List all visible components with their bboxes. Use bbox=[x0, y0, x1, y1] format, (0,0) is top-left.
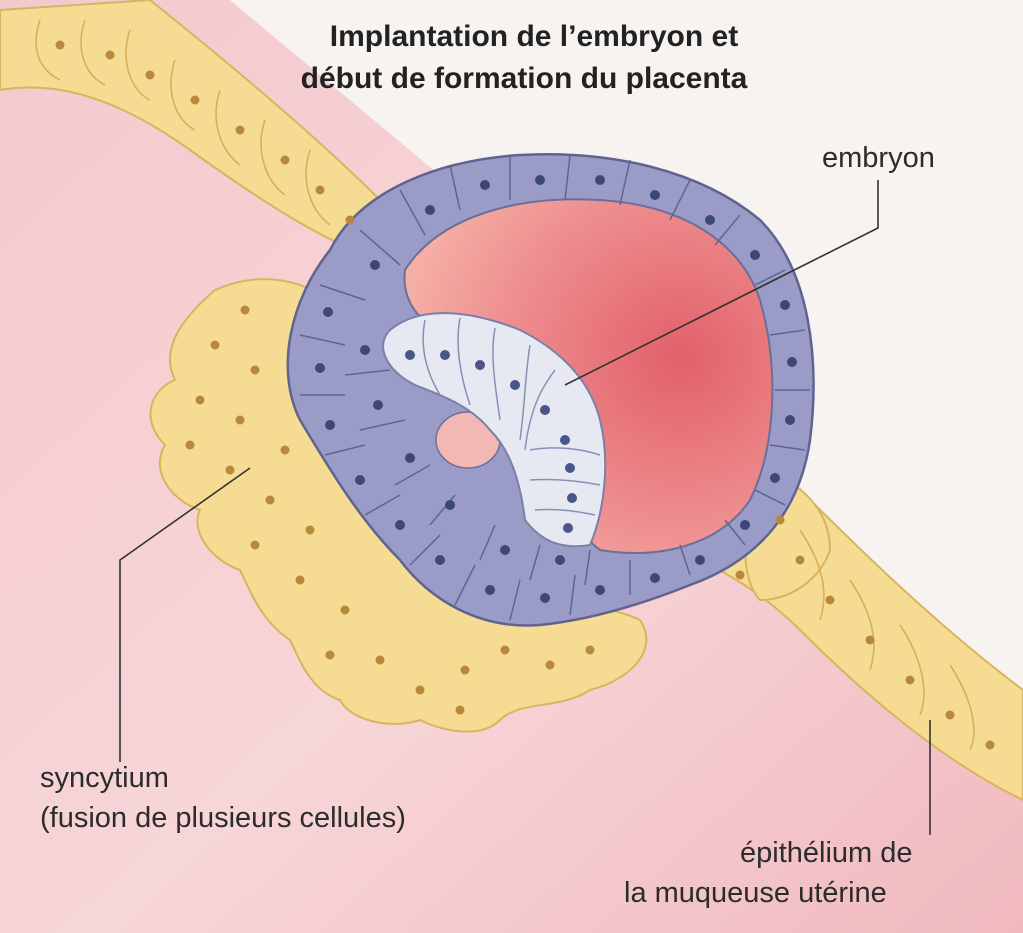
label-syncytium: syncytium bbox=[40, 760, 169, 796]
label-syncytium-detail: (fusion de plusieurs cellules) bbox=[40, 800, 406, 836]
label-epithelium-line-1: épithélium de bbox=[740, 835, 913, 871]
figure-title-line-1: Implantation de l’embryon et bbox=[254, 20, 814, 54]
label-embryon: embryon bbox=[822, 140, 935, 176]
label-epithelium-line-2: la muqueuse utérine bbox=[624, 875, 887, 911]
figure-title-line-2: début de formation du placenta bbox=[214, 62, 834, 96]
